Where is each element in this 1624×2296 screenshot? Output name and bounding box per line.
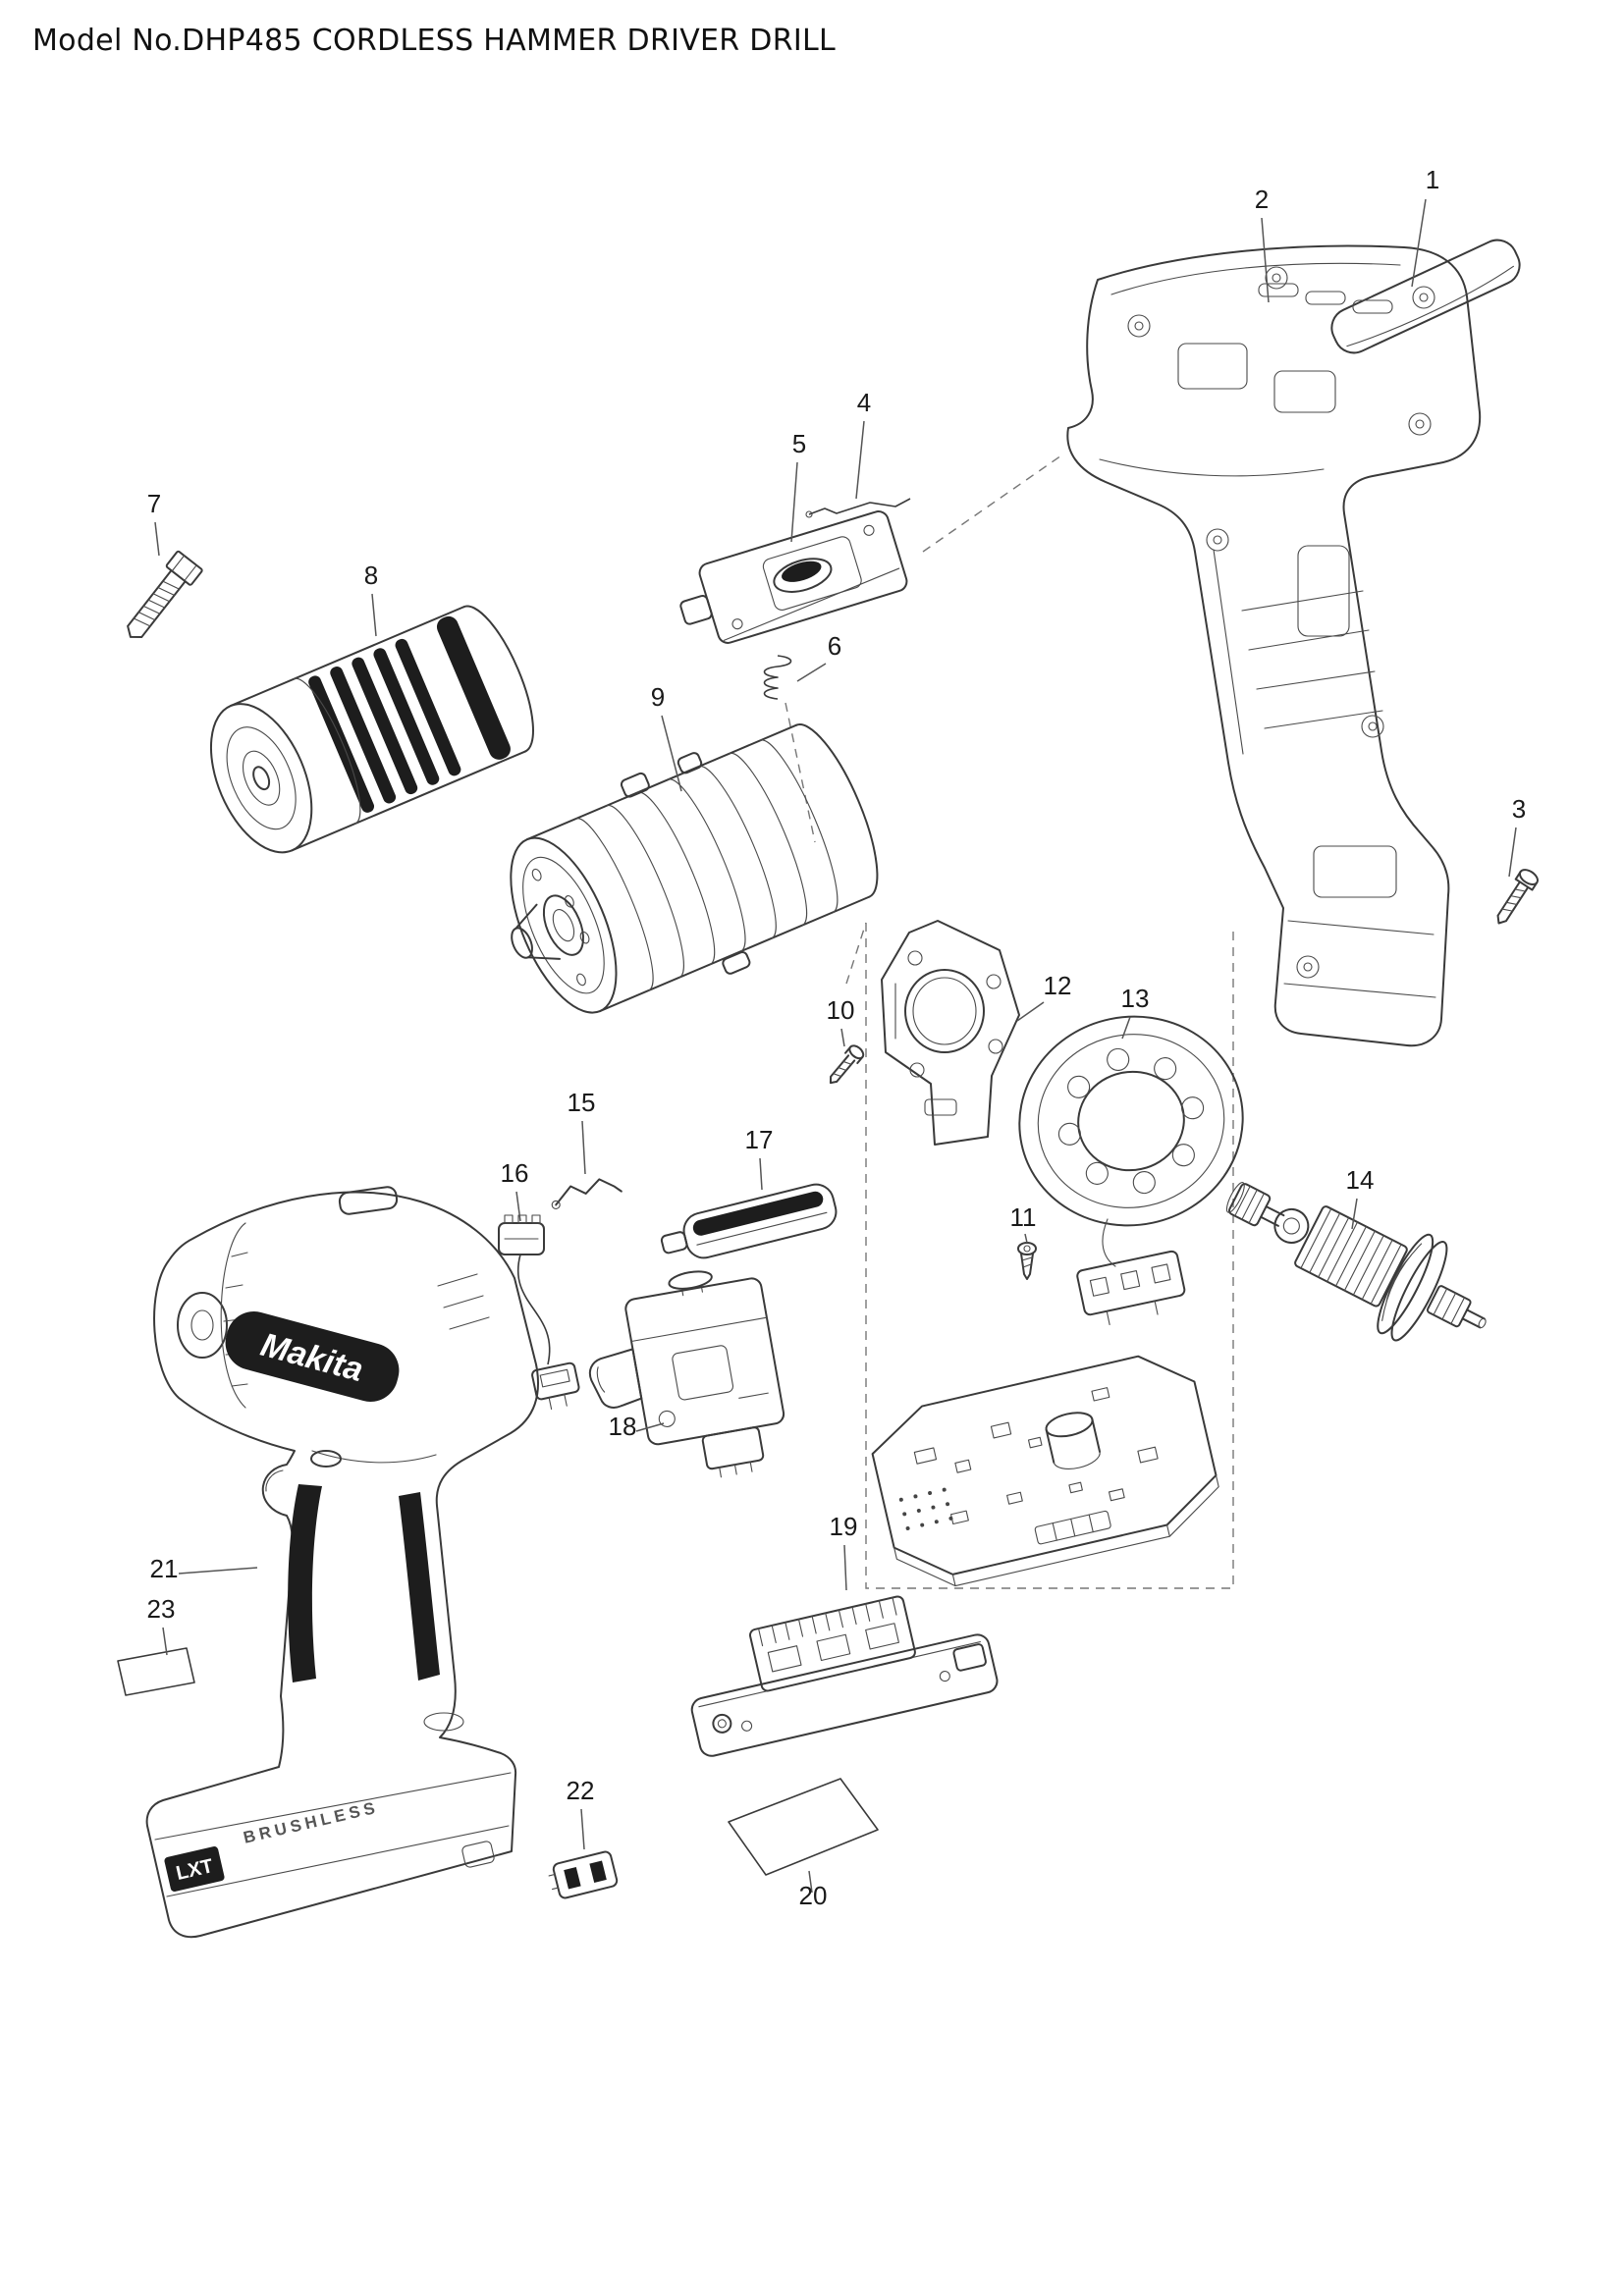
callout-leader-17 xyxy=(759,1157,763,1191)
callout-leader-4 xyxy=(855,420,865,500)
callout-leader-13 xyxy=(1121,1016,1131,1040)
part-19-terminal-block xyxy=(690,1595,999,1757)
callout-number-20: 20 xyxy=(799,1881,828,1910)
callout-leader-9 xyxy=(661,715,682,792)
callout-number-16: 16 xyxy=(501,1158,529,1188)
part-13-stator xyxy=(1018,1015,1244,1326)
part-8-chuck xyxy=(209,605,534,854)
callout-number-3: 3 xyxy=(1512,794,1526,824)
callout-number-4: 4 xyxy=(857,388,871,417)
callout-leader-1 xyxy=(1411,198,1427,288)
callout-leader-12 xyxy=(1016,1001,1045,1022)
callout-leader-7 xyxy=(154,521,160,557)
callout-leader-5 xyxy=(790,461,798,543)
callout-number-18: 18 xyxy=(609,1412,637,1441)
part-10-screw xyxy=(829,1044,865,1085)
callout-number-21: 21 xyxy=(150,1554,179,1583)
part-1-label-strip xyxy=(1330,239,1521,354)
callout-leader-6 xyxy=(796,663,827,682)
part-17-slide-cover xyxy=(660,1183,838,1259)
callout-number-15: 15 xyxy=(568,1088,596,1117)
callout-number-2: 2 xyxy=(1255,185,1269,214)
callout-leader-16 xyxy=(515,1191,521,1222)
part-4-spring-wire xyxy=(805,498,911,518)
callout-number-10: 10 xyxy=(827,995,855,1025)
part-21-housing-set: Makita LXT BRUSHLESS xyxy=(145,1186,539,1939)
part-20-label xyxy=(728,1778,879,1876)
callout-number-19: 19 xyxy=(830,1512,858,1541)
callout-leader-19 xyxy=(843,1544,847,1591)
callout-number-9: 9 xyxy=(651,682,665,712)
part-23-label xyxy=(117,1647,195,1696)
callout-leader-14 xyxy=(1351,1198,1358,1230)
callout-number-1: 1 xyxy=(1426,165,1439,194)
callout-number-13: 13 xyxy=(1121,984,1150,1013)
part-14-rotor xyxy=(1225,1182,1487,1342)
part-18-switch xyxy=(588,1270,785,1478)
part-5-speed-change-lever xyxy=(679,510,908,644)
part-22-clip xyxy=(548,1850,619,1899)
part-11-screw-washer xyxy=(1017,1242,1037,1280)
part-3-screw xyxy=(1496,869,1539,925)
callout-number-17: 17 xyxy=(745,1125,774,1154)
callout-leader-21 xyxy=(178,1567,258,1575)
part-6-spring xyxy=(763,655,792,700)
callout-leader-15 xyxy=(581,1120,586,1175)
callout-leader-22 xyxy=(580,1808,585,1850)
callout-leader-11 xyxy=(1024,1233,1028,1244)
callout-number-12: 12 xyxy=(1044,971,1072,1000)
callout-number-23: 23 xyxy=(147,1594,176,1624)
callout-leader-10 xyxy=(840,1028,845,1047)
callout-number-7: 7 xyxy=(147,489,161,518)
page-title: Model No.DHP485 CORDLESS HAMMER DRIVER D… xyxy=(32,24,837,58)
part-16-connector xyxy=(498,1214,580,1411)
callout-leader-18 xyxy=(635,1422,665,1432)
callout-number-22: 22 xyxy=(567,1776,595,1805)
controller-board xyxy=(871,1355,1219,1587)
brushless-text: BRUSHLESS xyxy=(242,1798,381,1847)
part-7-bolt xyxy=(127,550,203,638)
part-2-motor-housing xyxy=(1066,244,1482,1047)
callout-number-6: 6 xyxy=(828,631,841,661)
callout-leader-20 xyxy=(808,1870,813,1894)
callout-number-5: 5 xyxy=(792,429,806,458)
assembly-reference-lines xyxy=(785,453,1234,1589)
part-9-gear-assembly xyxy=(510,723,879,1014)
callout-leader-8 xyxy=(371,593,377,637)
callout-leader-2 xyxy=(1261,217,1270,303)
part-15-leaf-spring xyxy=(551,1178,623,1209)
callout-number-11: 11 xyxy=(1010,1202,1037,1232)
callout-leader-3 xyxy=(1508,827,1517,878)
callout-number-8: 8 xyxy=(364,561,378,590)
callout-number-14: 14 xyxy=(1346,1165,1375,1195)
callout-leader-23 xyxy=(162,1627,168,1656)
part-12-baffle-plate xyxy=(881,920,1020,1146)
